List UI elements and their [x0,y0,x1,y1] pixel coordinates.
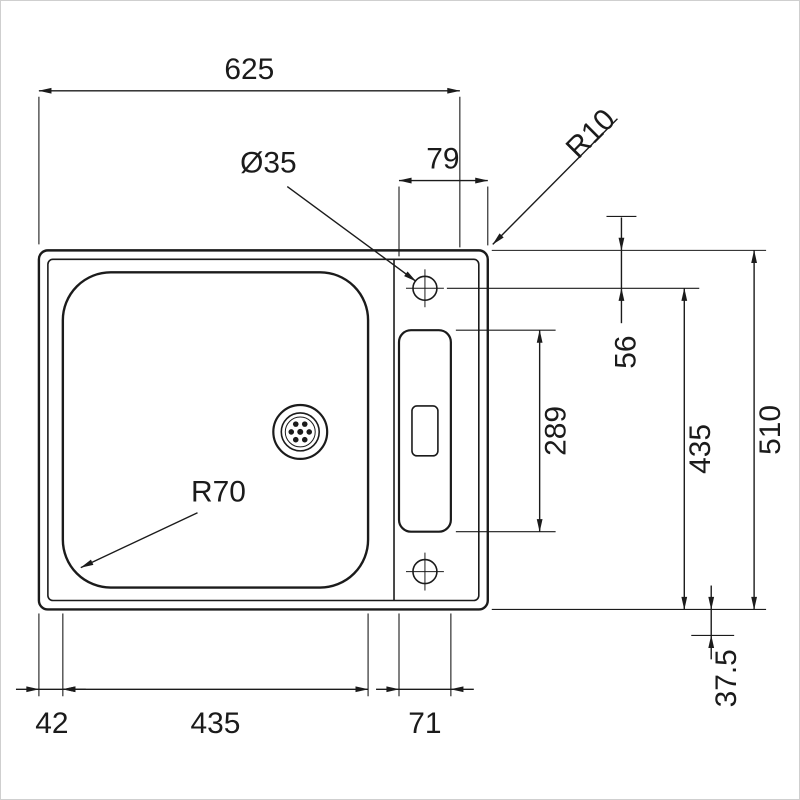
dim-overall-width-label: 625 [224,53,274,86]
leader-line [492,118,618,245]
drain-strainer [272,403,329,460]
dim-overall-depth-label: 510 [754,405,787,455]
dim-right-span: 435 [446,287,717,610]
leader-line [286,185,417,282]
dim-overall-width: 625 [38,53,461,248]
dim-outer-corner-radius-label: R10 [560,103,622,165]
bowl-outline [61,271,370,589]
drain-hole [292,421,299,427]
accessory-cutout-outline [397,329,452,533]
dim-tap-ledge-width-label: 79 [426,143,459,176]
sink-outline [37,249,489,611]
drain-hole [288,429,295,435]
sink-outer-edge [37,249,489,611]
dim-accessory-cutout-length-label: 289 [540,406,573,456]
drain-mid-ring [280,412,321,452]
leader-line [80,512,198,569]
sink-rim-inner-edge [47,258,480,602]
dim-left-margin: 42 [15,613,86,740]
dim-accessory-cutout-width: 71 [376,613,474,740]
accessory-cutout [397,329,452,533]
dim-left-margin-label: 42 [35,707,68,740]
dim-accessory-cutout-length: 289 [455,329,573,533]
accessory-handle-hole [411,405,439,457]
drain-center-hole [297,428,304,435]
dim-bottom-margin-label: 37.5 [710,649,743,707]
dim-tap-hole-offset-label: 56 [609,335,642,368]
dim-tap-hole-diameter-label: Ø35 [240,147,297,180]
drain-hole [301,421,308,427]
dim-accessory-cutout-width-label: 71 [408,707,441,740]
dim-bowl-width: 435 [62,613,369,740]
drain-outer-ring [272,403,329,460]
dim-tap-hole-offset: 56 [606,215,642,369]
dim-bottom-margin: 37.5 [691,585,743,707]
drain-hole [301,436,308,443]
drain-inner-ring [284,416,316,448]
drain-hole [306,429,313,435]
dim-tap-hole-diameter: Ø35 [240,147,417,282]
drain-hole [292,436,299,443]
dim-bowl-width-label: 435 [191,707,241,740]
dim-bowl-corner-radius: R70 [80,476,246,569]
dim-overall-depth: 510 [491,249,787,611]
dim-right-span-label: 435 [684,424,717,474]
tap-holes [405,269,444,591]
dim-outer-corner-radius: R10 [492,103,622,245]
dim-bowl-corner-radius-label: R70 [191,476,246,509]
dim-tap-ledge-width: 79 [398,143,489,257]
